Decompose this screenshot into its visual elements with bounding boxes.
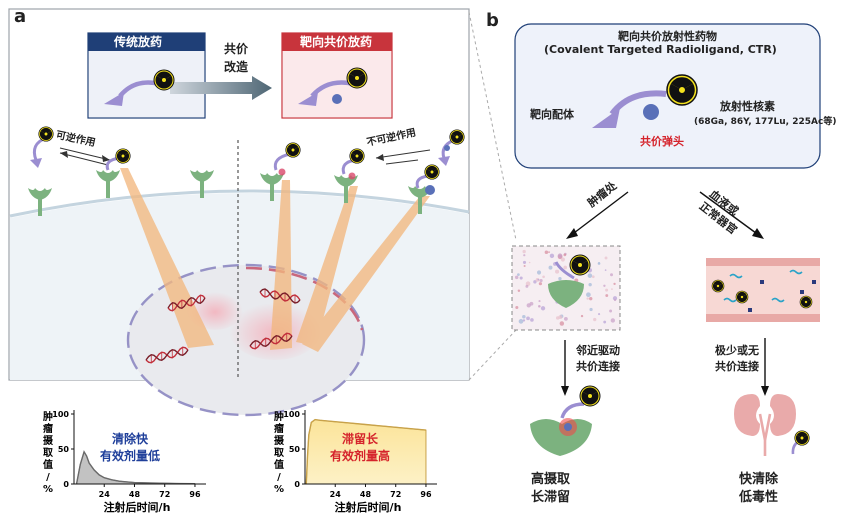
tumor-mechanism-2: 共价连接 [576,360,620,373]
tumor-outcome-1: 高摄取 [531,472,571,487]
chart1-x-tick-label: 24 [330,490,342,499]
chart1-ylabel: 肿瘤摄取值/% [274,410,285,495]
chart0-x-tick-label: 96 [189,490,201,499]
chart1-x-tick-label: 72 [390,490,401,499]
nuclide-list: (68Ga, 86Y, 177Lu, 225Ac等) [694,117,837,127]
chart1-annotation-1: 滞留长 [342,432,379,446]
chart1-y-tick-label: 0 [294,480,300,489]
nuclide-label: 放射性核素 [720,100,775,113]
dna-strand [167,296,206,310]
chart-long-retention: 24 48 72 96 0 50 100 注射后时间/h 肿瘤摄取值/% [274,410,437,514]
dna-strand [259,288,301,304]
panel-b-letter: b [486,10,499,31]
blood-outcome-1: 快清除 [739,472,779,487]
chart0-x-tick-label: 24 [99,490,111,499]
chart0-y-tick-label: 100 [52,410,69,419]
chart0-y-tick-label: 50 [58,445,70,454]
chart0-xlabel: 注射后时间/h [104,500,171,514]
arrow-label-1: 共价 [224,42,249,56]
traditional-title: 传统放药 [114,35,163,49]
ctr-title: 靶向共价放射性药物 [618,30,717,43]
chart1-annotation-2: 有效剂量高 [330,449,391,463]
chart0-annotation-1: 清除快 [112,432,149,446]
blood-mechanism-2: 共价连接 [715,360,759,373]
warhead-label: 共价弹头 [640,135,684,148]
chart0-x-tick-label: 72 [159,490,170,499]
dna-strand [145,349,189,361]
blood-mechanism-1: 极少或无 [715,344,759,357]
tumor-mechanism-1: 邻近驱动 [576,344,620,357]
arrow-label-2: 改造 [224,60,249,74]
chart0-y-tick-label: 0 [63,480,69,489]
chart0-x-tick-label: 48 [129,490,141,499]
chart-fast-clearance: 24 48 72 96 0 50 100 注射后时间/h 肿瘤摄取值/% [43,410,206,514]
tumor-outcome-2: 长滞留 [531,490,571,505]
chart1-line [305,418,427,485]
chart0-annotation-2: 有效剂量低 [100,449,161,463]
chart0-line [75,450,195,485]
chart1-y-tick-label: 50 [289,445,301,454]
chart1-x-tick-label: 96 [420,490,432,499]
chart1-y-tick-label: 100 [283,410,300,419]
panel-a-letter: a [14,6,27,27]
chart0-ylabel: 肿瘤摄取值/% [43,410,54,495]
dna-strand [249,335,293,347]
chart1-x-tick-label: 48 [360,490,372,499]
ligand-label: 靶向配体 [530,108,574,121]
ctr-subtitle: (Covalent Targeted Radioligand, CTR) [544,43,777,56]
blood-outcome-2: 低毒性 [739,490,779,505]
chart1-xlabel: 注射后时间/h [335,500,402,514]
covalent-title: 靶向共价放药 [300,35,373,49]
